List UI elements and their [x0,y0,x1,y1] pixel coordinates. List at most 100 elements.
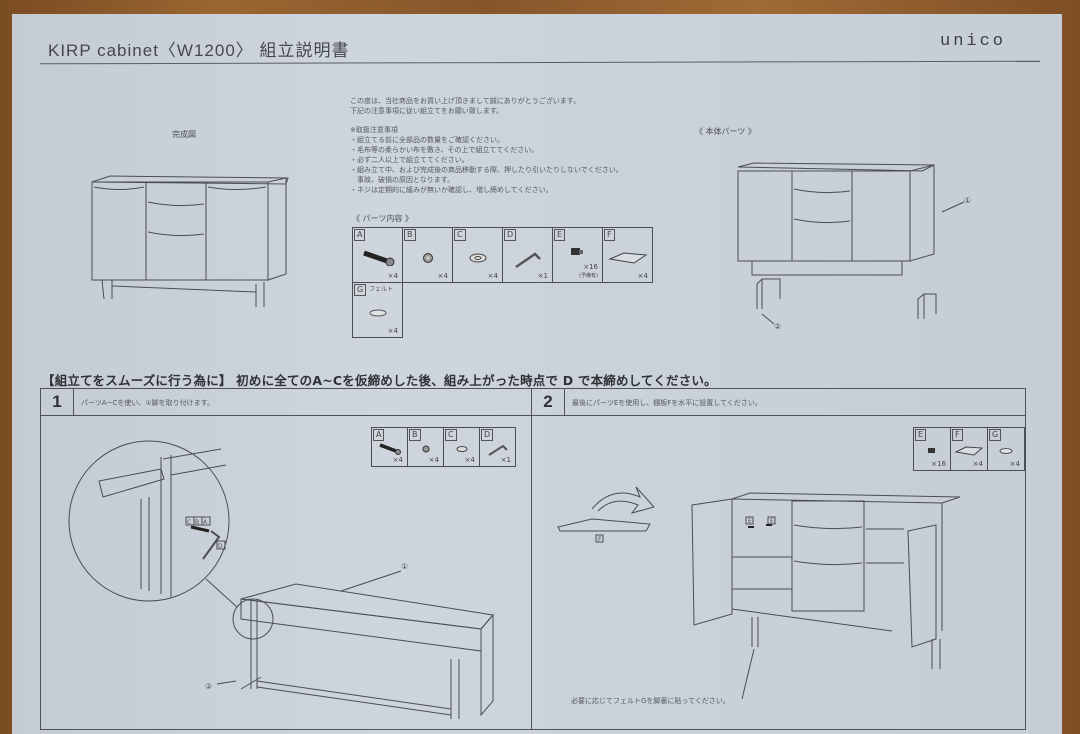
nut-icon [422,252,434,264]
instruction-sheet: KIRP cabinet〈W1200〉 組立説明書 unico 完成図 この度は… [12,14,1062,734]
shelf-board-icon [954,445,984,457]
felt-footnote: 必要に応じてフェルトGを脚裏に貼ってください。 [571,697,730,705]
part-id: B [404,229,416,241]
part-cell-e: E ×16 (予備有) [552,227,603,283]
part-cell-g: G フェルト ×4 [352,282,403,338]
part-id: C [445,429,457,441]
intro-line: この度は、当社商品をお買い上げ頂きまして誠にありがとうございます。 [350,97,581,105]
step-2-header: 2 最後にパーツEを使用し、棚板Fを水平に設置してください。 [532,389,1025,416]
nut-icon [421,444,431,454]
assembly-tip-banner: 【組立てをスムーズに行う為に】 初めに全てのA~Cを仮締めした後、組み上がった時… [42,373,717,388]
step-1-part-d: D×1 [479,427,516,467]
hex-key-icon [513,246,543,270]
part-qty: ×4 [637,272,648,280]
part-qty: ×4 [464,456,475,464]
detail-magnifier [69,441,229,601]
part-qty: ×16 (予備有) [579,263,598,280]
part-id: A [354,229,366,241]
part-id: G [354,284,367,296]
qty-note: (予備有) [579,273,598,279]
header-rule [40,60,1040,65]
body-parts-drawing: ① ② [732,159,971,331]
svg-text:A: A [203,519,208,526]
step-1-drawing: C B A D ① ② [41,419,531,729]
precaution-item: ・毛布等の柔らかい布を敷き、その上で組立ててください。 [350,146,539,154]
body-parts-label: 《 本体パーツ 》 [695,127,756,136]
svg-text:C: C [187,519,191,526]
callout-1: ① [964,196,971,205]
part-qty: ×4 [437,272,448,280]
part-id: F [952,429,963,441]
svg-text:F: F [598,536,602,543]
precaution-item: ・組み立て中、および完成後の商品移動する際、押したり引いたりしないでください。 [350,166,623,174]
precautions-heading: ※取扱注意事項 [350,126,398,134]
part-cell-d: D ×1 [502,227,553,283]
shelf-board-icon [608,251,648,265]
bolt-icon [361,250,395,266]
step-2-part-e: E ×16 [913,427,951,471]
svg-text:D: D [218,543,223,550]
part-id: D [504,229,517,241]
part-qty: ×4 [392,456,403,464]
callout-2: ② [774,322,781,331]
svg-text:①: ① [401,562,408,571]
precaution-item: ・ネジは定期的に緩みが無いか確認し、増し締めしてください。 [350,186,553,194]
completed-cabinet-drawing [90,174,290,309]
part-qty: ×4 [387,327,398,335]
precautions: ※取扱注意事項 ・組立てる前に全部品の数量をご確認ください。 ・毛布等の柔らかい… [350,125,623,195]
part-id: E [915,429,927,441]
shelf-board-f [558,519,650,531]
step-1-part-b: B ×4 [407,427,444,467]
step-number: 1 [41,389,74,415]
part-qty: ×16 [931,460,946,468]
svg-text:E: E [770,518,774,525]
step-1-part-a: A ×4 [371,427,408,467]
step-2-drawing: F E E [532,479,1025,729]
part-id: A [373,429,385,441]
parts-table: A ×4 B ×4 C ×4 D ×1 E ×16(予 [352,227,653,338]
step-number: 2 [532,389,565,415]
svg-text:B: B [195,519,199,526]
precaution-item: ・組立てる前に全部品の数量をご確認ください。 [350,136,504,144]
part-id: D [481,429,494,441]
insert-arrow-icon [592,487,654,513]
part-id: G [989,429,1002,441]
document-title: KIRP cabinet〈W1200〉 組立説明書 [48,41,350,60]
step-2-parts-table: E ×16 F ×4 G ×4 [913,427,1025,471]
part-id: C [454,229,466,241]
felt-pad-icon [997,447,1015,455]
part-id: F [604,229,615,241]
part-cell-b: B ×4 [402,227,453,283]
intro-text: この度は、当社商品をお買い上げ頂きまして誠にありがとうございます。 下記の注意事… [350,96,580,116]
steps-frame: 1 パーツA~Cを使い、①脚を取り付けます。 A ×4 B ×4 C ×4 D×1 C… [40,388,1026,730]
completed-view-label: 完成図 [172,130,196,139]
part-id: E [554,229,566,241]
svg-text:②: ② [205,682,212,691]
bolt-icon [378,443,402,455]
step-2-part-g: G ×4 [987,427,1025,471]
part-id: B [409,429,421,441]
part-cell-a: A ×4 [352,227,403,283]
part-qty: ×4 [428,456,439,464]
part-qty: ×4 [487,272,498,280]
step-1-header: 1 パーツA~Cを使い、①脚を取り付けます。 [41,389,531,416]
precaution-item: 事故、破損の原因となります。 [350,176,455,184]
part-qty: ×1 [537,272,548,280]
felt-pad-icon [367,308,389,318]
hex-key-icon [487,441,509,457]
part-name: フェルト [369,286,394,293]
shelf-pin-icon [928,448,935,454]
parts-list-label: 《 パーツ内容 》 [352,214,413,223]
step-instruction: パーツA~Cを使い、①脚を取り付けます。 [81,399,214,407]
step-1-part-c: C ×4 [443,427,480,467]
part-qty: ×4 [387,272,398,280]
shelf-pin-icon [571,248,583,255]
svg-text:E: E [748,518,752,525]
intro-line: 下記の注意事項に従い組立てをお願い致します。 [350,107,504,115]
precaution-item: ・必ず二人以上で組立ててください。 [350,156,469,164]
part-qty: ×4 [972,460,983,468]
qty-value: ×16 [583,263,598,271]
washer-icon [468,253,488,263]
step-2-part-f: F ×4 [950,427,988,471]
part-qty: ×4 [1009,460,1020,468]
